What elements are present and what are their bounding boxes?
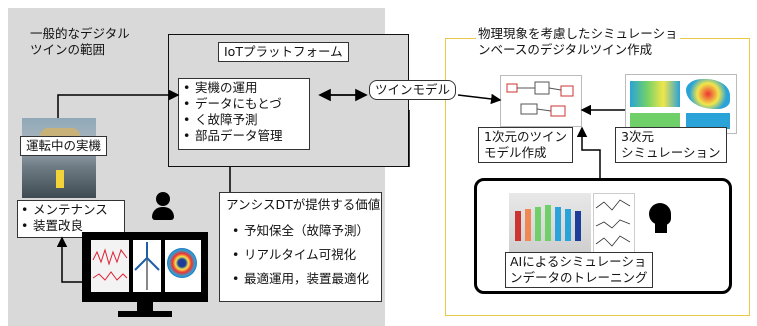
threedim-label: 3次元 シミュレーション [615,127,727,163]
threedim-image-4 [686,113,730,129]
physics-title-line2: ンベースのデジタルツイン作成 [478,42,653,57]
iot-item-prediction-1: データにもとづ [183,96,305,112]
maintenance-box: メンテナンス 装置改良 [17,200,125,238]
physics-title-line1: 物理現象を考慮したシミュレーショ [478,26,678,41]
iot-item-operation: 実機の運用 [183,80,305,96]
twin-model-label: ツインモデル [369,80,457,100]
physics-title: 物理現象を考慮したシミュレーショ ンベースのデジタルツイン作成 [476,26,680,58]
value-item-realtime: リアルタイム可視化 [232,243,375,267]
scope-title-line1: 一般的なデジタル [30,26,130,41]
ai-simulation-image [509,193,591,253]
scope-title: 一般的なデジタル ツインの範囲 [30,26,130,58]
monitor-chart-panel [91,240,129,292]
value-item-optimize: 最適運用，装置最適化 [232,267,375,291]
monitor-stand [137,302,153,312]
monitor-base [118,311,172,317]
threedim-images [625,74,737,134]
worker-figure [56,170,64,188]
value-box: アンシスDTが提供する価値 予知保全（故障予測） リアルタイム可視化 最適運用，… [219,192,382,302]
threedim-image-2 [686,79,730,109]
running-machine-label: 運転中の実機 [20,136,108,156]
threedim-label-line2: シミュレーション [621,145,721,160]
iot-item-parts: 部品データ管理 [183,128,305,144]
iot-item-prediction-2: く故障予測 [183,112,305,128]
ai-plots-graphic [595,199,631,247]
value-title: アンシスDTが提供する価値 [226,197,381,212]
ai-head-icon [649,203,675,233]
monitor-turbine-panel [133,240,161,292]
ai-label-line1: AIによるシミュレーショ [510,254,647,269]
maintenance-item-improvement: 装置改良 [21,218,121,234]
threedim-image-1 [630,81,680,107]
machine-photo [22,118,96,198]
operator-headset-icon [150,190,176,224]
iot-items-box: 実機の運用 データにもとづ く故障予測 部品データ管理 [178,78,310,150]
ai-plots [593,193,635,255]
threedim-label-line1: 3次元 [621,129,654,144]
onedim-label-line2: モデル作成 [484,145,547,160]
threedim-image-3 [630,113,680,129]
iot-item-prediction-2-text: く故障予測 [195,112,258,127]
ai-label: AIによるシミュレーショ ンデータのトレーニング [505,252,653,288]
monitor-screen [82,232,208,302]
onedim-label: 1次元のツイン モデル作成 [478,127,573,163]
maintenance-item-maintenance: メンテナンス [21,202,121,218]
iot-platform-title: IoTプラットフォーム [218,42,349,62]
scope-title-line2: ツインの範囲 [30,42,106,57]
ai-label-line2: ンデータのトレーニング [510,270,648,285]
ai-simulation-graphic [515,205,581,241]
turbine-graphic [134,242,160,290]
monitor-chart-graphic [92,248,128,281]
value-item-predictive: 予知保全（故障予測） [232,219,375,243]
monitor-heatmap-panel [165,240,201,292]
onedim-diagram-thumbnail [500,75,582,127]
onedim-label-line1: 1次元のツイン [484,129,567,144]
onedim-diagram-graphic [506,81,574,117]
